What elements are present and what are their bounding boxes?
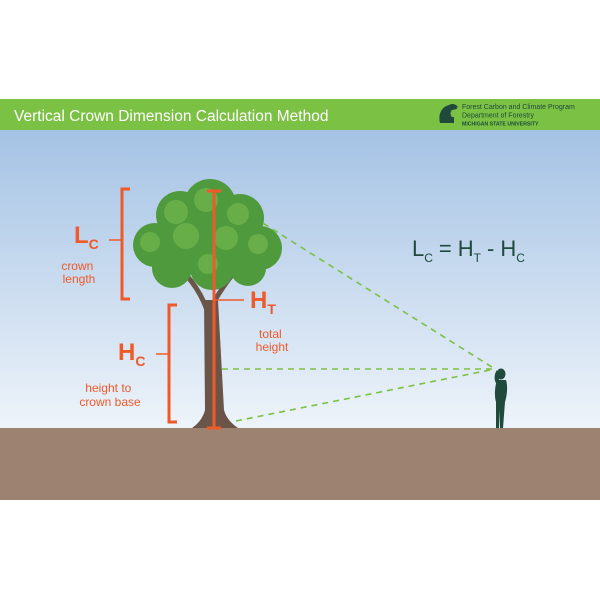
sight-lines [222, 199, 496, 422]
person-observer-icon [494, 368, 508, 428]
org-line-2: Department of Forestry [462, 113, 534, 120]
formula: LC=HT-HC [412, 236, 525, 265]
hc-label: HC [118, 339, 145, 369]
ht-description: total height [256, 327, 289, 354]
header-bar [0, 99, 600, 130]
sight-line-top [225, 199, 496, 370]
org-line-1: Forest Carbon and Climate Program [462, 104, 575, 111]
lc-description: crown length [61, 259, 96, 286]
hc-bracket [156, 303, 177, 424]
sight-line-ground [235, 368, 496, 422]
hc-description: height to crown base [79, 381, 141, 409]
ht-measure-line [207, 189, 244, 430]
formula-lhs: L [412, 236, 424, 261]
formula-term-2: H [500, 236, 516, 261]
ground [0, 428, 600, 500]
formula-minus: - [487, 236, 494, 261]
tree-crown-highlights [140, 188, 268, 274]
lc-bracket [109, 187, 130, 301]
formula-equals: = [439, 236, 452, 261]
spartan-helmet-icon [439, 103, 458, 123]
header-title: Vertical Crown Dimension Calculation Met… [14, 108, 328, 125]
org-line-3: MICHIGAN STATE UNIVERSITY [462, 122, 539, 128]
ht-label: HT [250, 287, 276, 317]
lc-label: LC [74, 222, 99, 252]
formula-term-1: H [458, 236, 474, 261]
